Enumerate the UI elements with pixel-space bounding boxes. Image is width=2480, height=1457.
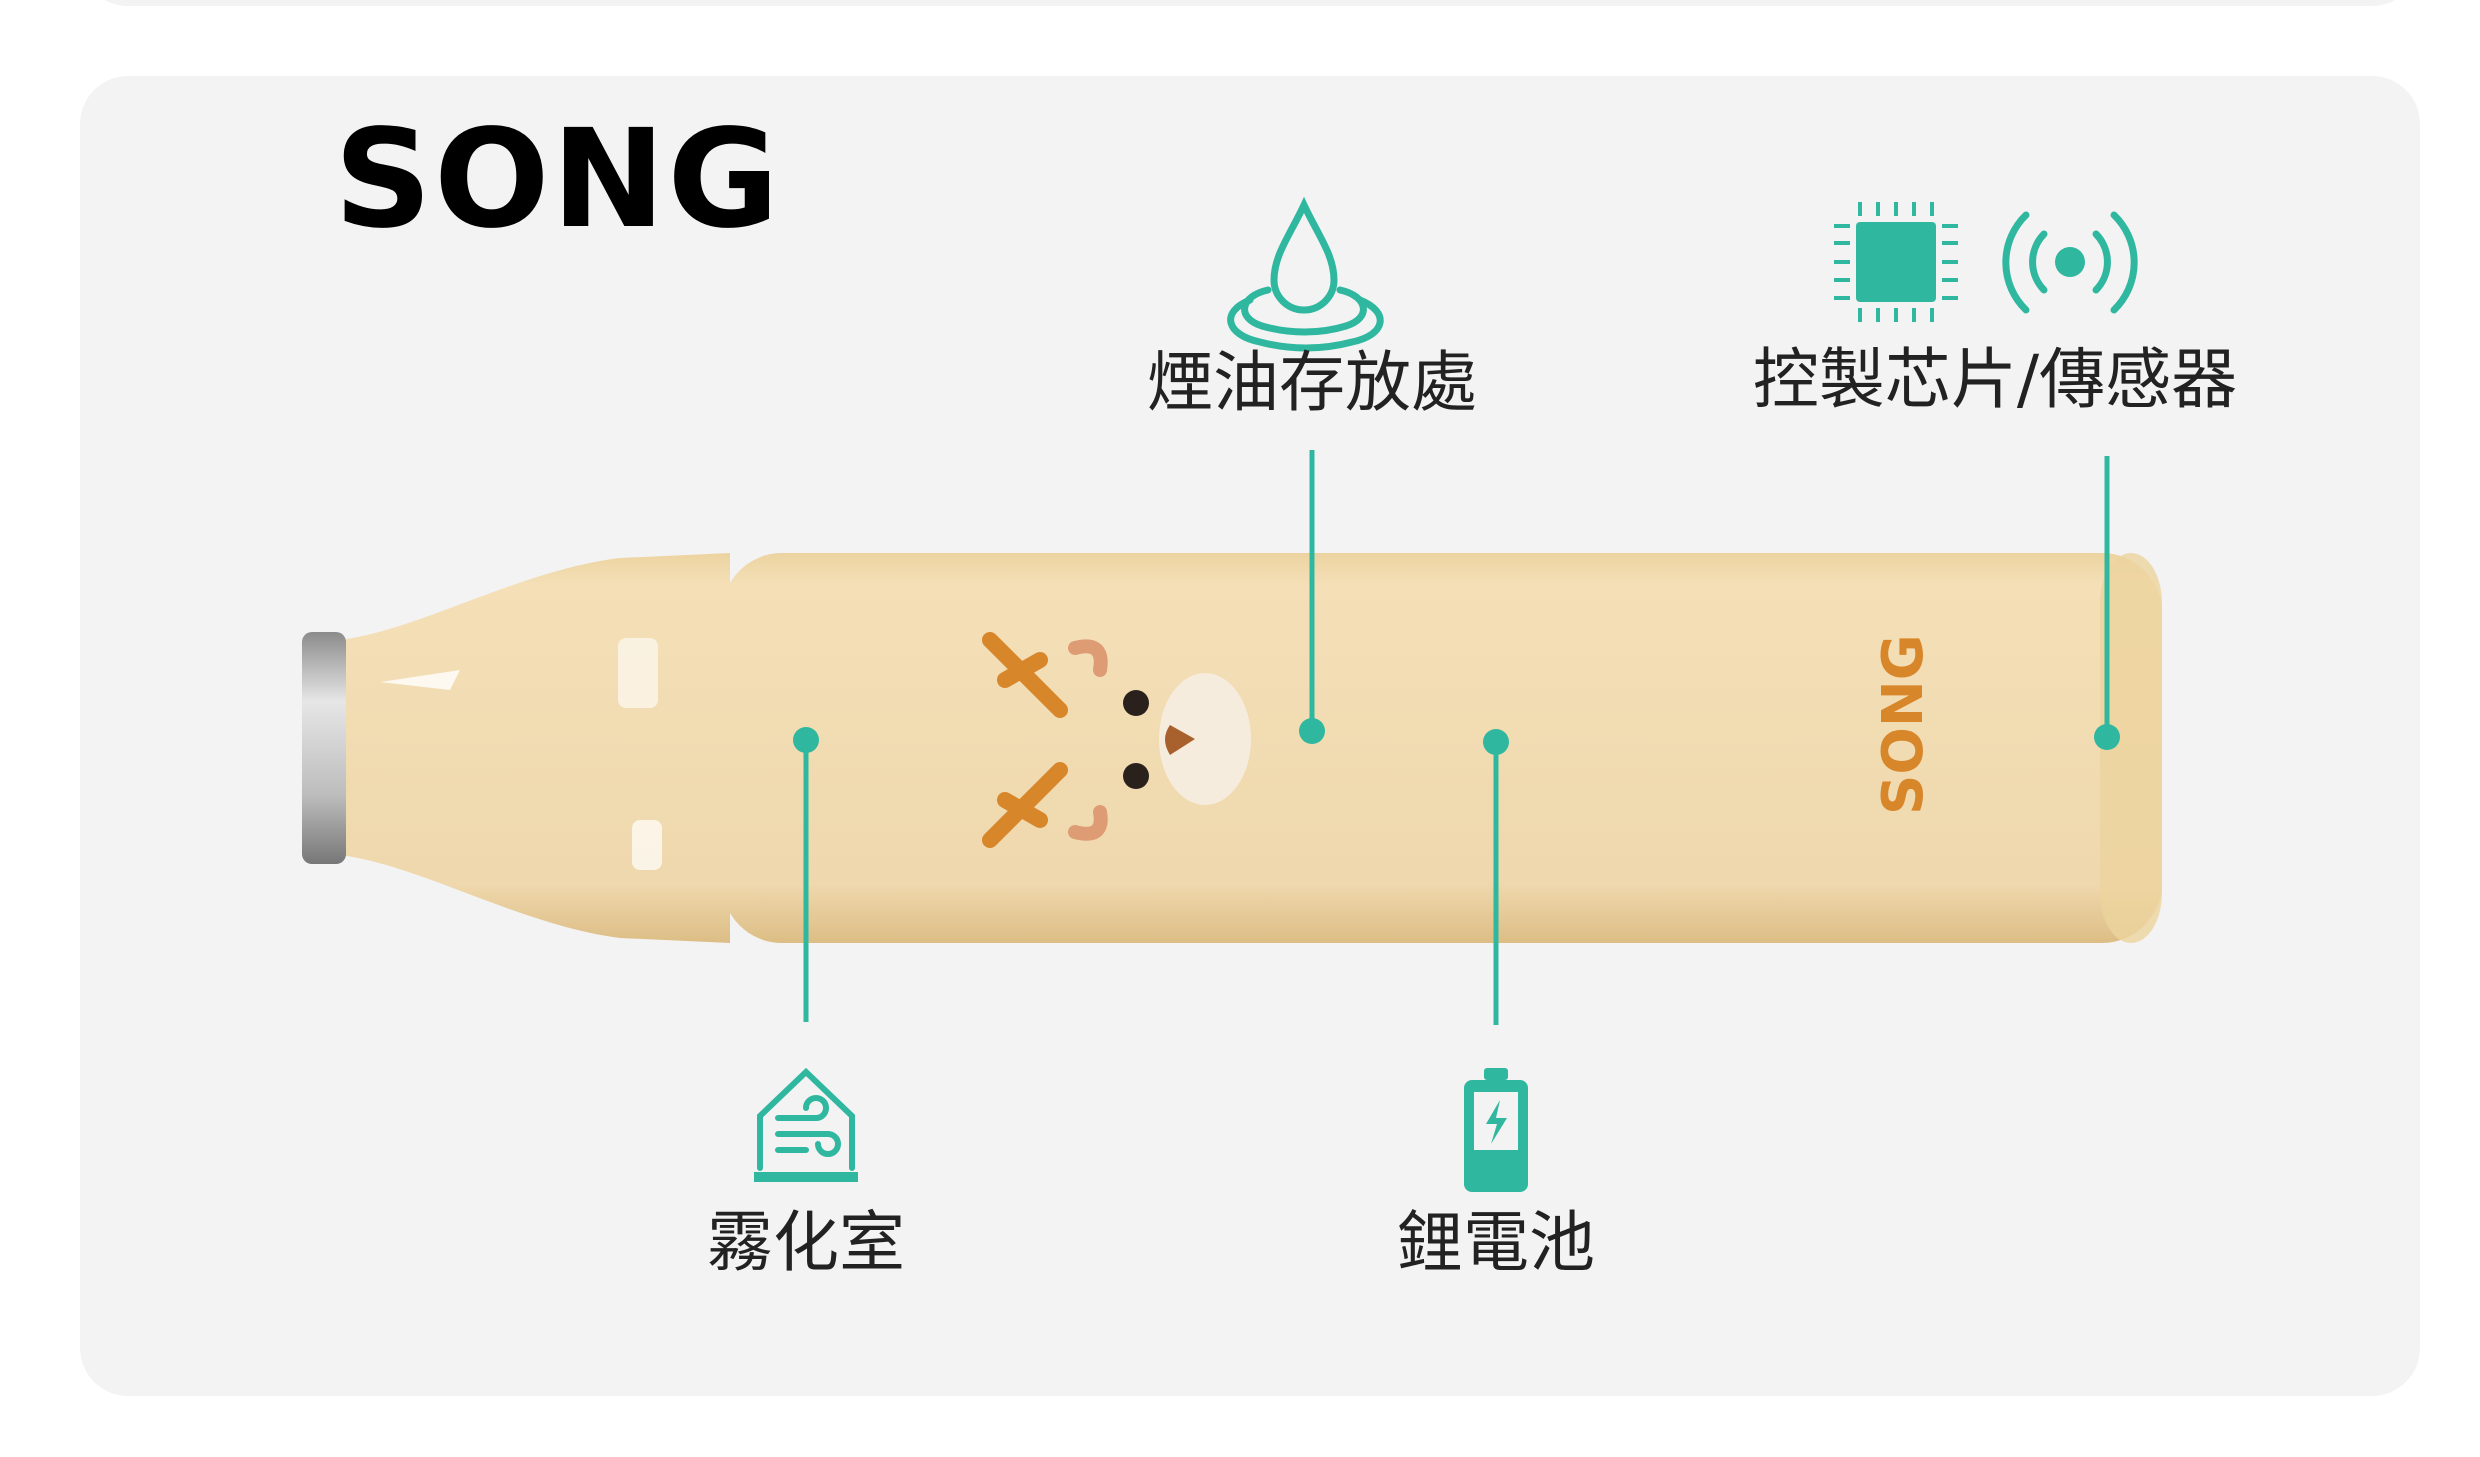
label-chip-sensor: 控製芯片/傳感器 [1752, 341, 2238, 418]
label-atomizer: 霧化室 [707, 1204, 905, 1281]
atomizer-house-icon [754, 1067, 858, 1182]
sensor-signal-icon [2002, 211, 2138, 314]
previous-card [80, 0, 2420, 6]
chip-icon [1834, 202, 1958, 322]
device-logo: SONG [1871, 634, 1936, 815]
brand-title: SONG [334, 101, 782, 259]
callout-lines [793, 450, 2120, 1025]
label-battery: 鋰電池 [1397, 1204, 1595, 1281]
vape-device: SONG [302, 553, 2162, 943]
deer-face-graphic [982, 632, 1251, 848]
oil-drop-icon [1227, 196, 1384, 352]
label-oil-tank: 煙油存放處 [1147, 344, 1477, 421]
battery-icon [1464, 1068, 1528, 1192]
